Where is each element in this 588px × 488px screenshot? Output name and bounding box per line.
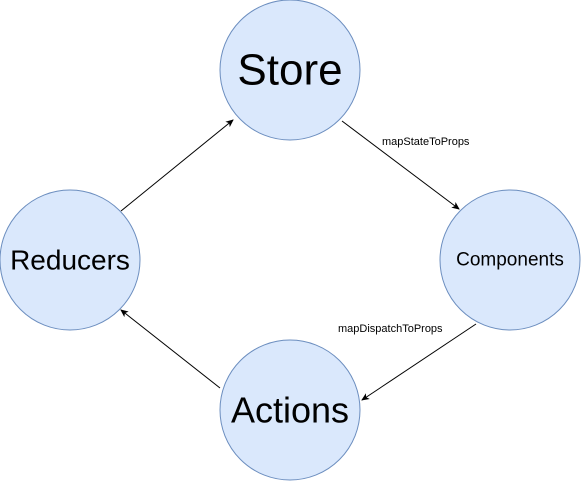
node-actions: Actions xyxy=(219,339,361,481)
node-store-circle xyxy=(219,0,361,141)
edge-components-to-actions xyxy=(361,323,477,401)
node-actions-label: Actions xyxy=(231,390,349,431)
edge-reducers-to-store xyxy=(120,119,234,212)
node-components-circle xyxy=(439,189,581,331)
node-store-label: Store xyxy=(237,46,342,95)
node-reducers-circle xyxy=(0,189,141,331)
node-components-label: Components xyxy=(456,250,564,271)
node-store: Store xyxy=(219,0,361,141)
edge-store-to-components xyxy=(341,120,460,210)
node-actions-circle xyxy=(219,339,361,481)
node-reducers: Reducers xyxy=(0,189,141,331)
edge-actions-to-reducers xyxy=(120,309,221,389)
edge-label-map-dispatch-to-props: mapDispatchToProps xyxy=(338,323,443,335)
edge-label-map-state-to-props: mapStateToProps xyxy=(382,136,470,148)
node-reducers-label: Reducers xyxy=(10,245,130,276)
node-components: Components xyxy=(439,189,581,331)
